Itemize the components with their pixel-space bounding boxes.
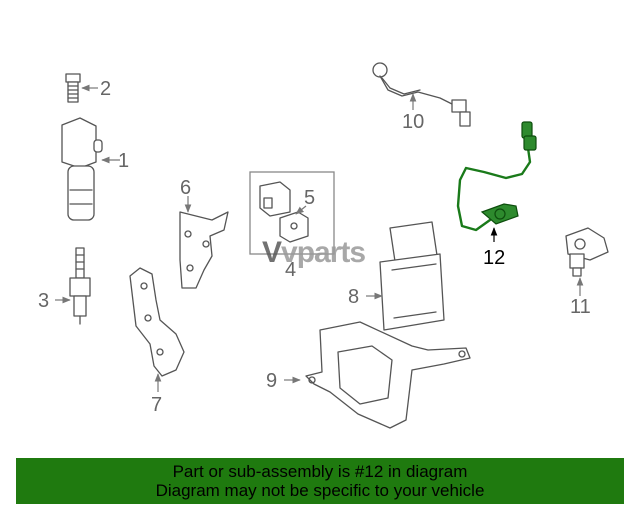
callout-12[interactable]: 12 bbox=[483, 247, 505, 269]
part-3-spark-plug[interactable] bbox=[69, 247, 91, 325]
part-7-bracket[interactable] bbox=[129, 267, 185, 377]
callout-10[interactable]: 10 bbox=[402, 111, 424, 133]
part-1-ignition-coil[interactable] bbox=[61, 117, 103, 221]
part-11-sensor[interactable] bbox=[565, 227, 609, 277]
callout-4[interactable]: 4 bbox=[285, 259, 296, 281]
leader-5 bbox=[295, 205, 307, 215]
part-8-ecu[interactable] bbox=[379, 221, 445, 331]
info-banner: Part or sub-assembly is #12 in diagram D… bbox=[16, 458, 624, 504]
part-12-highlighted-sensor[interactable] bbox=[456, 121, 537, 232]
part-9-ecu-bracket[interactable] bbox=[305, 321, 471, 429]
part-6-bracket[interactable] bbox=[179, 211, 229, 289]
callout-2[interactable]: 2 bbox=[100, 78, 111, 100]
watermark-text: vparts bbox=[281, 236, 366, 269]
callout-6[interactable]: 6 bbox=[180, 177, 191, 199]
callout-5[interactable]: 5 bbox=[304, 187, 315, 209]
banner-line-1: Part or sub-assembly is #12 in diagram bbox=[172, 462, 468, 481]
part-2-bolt[interactable] bbox=[65, 73, 81, 103]
callout-8[interactable]: 8 bbox=[348, 286, 359, 308]
callout-1[interactable]: 1 bbox=[118, 150, 129, 172]
callout-9[interactable]: 9 bbox=[266, 370, 277, 392]
callout-11[interactable]: 11 bbox=[570, 296, 591, 318]
watermark-brand-mark: V bbox=[262, 236, 282, 269]
banner-line-2: Diagram may not be specific to your vehi… bbox=[155, 481, 485, 500]
vparts-watermark: Vvparts bbox=[262, 236, 366, 270]
callout-3[interactable]: 3 bbox=[38, 290, 49, 312]
callout-7[interactable]: 7 bbox=[151, 394, 162, 416]
